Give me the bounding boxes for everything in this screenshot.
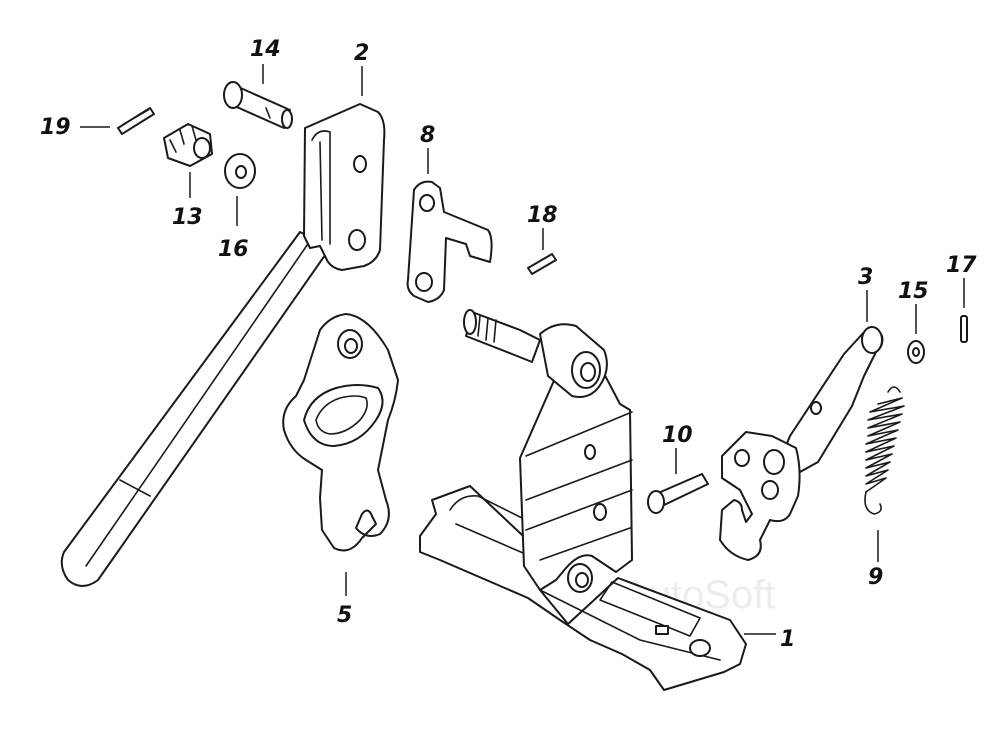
callout-16: 16 [218,237,249,262]
callout-18: 18 [527,203,558,228]
part-17-roll-pin [960,315,968,343]
callout-10: 10 [662,423,693,448]
part-2-lever [60,103,386,587]
part-9-spring [864,386,905,515]
part-16-washer [224,153,256,189]
part-10-pin [647,473,709,514]
part-14-clevis-pin [223,81,293,129]
callout-1: 1 [780,627,795,652]
leader-lines [80,64,965,635]
callout-13: 13 [172,205,203,230]
callout-19: 19 [40,115,71,140]
callout-5: 5 [337,603,352,628]
part-1-base [419,309,747,691]
part-8-plate [406,180,493,303]
part-13-castle-nut [163,123,213,167]
callout-8: 8 [420,123,435,148]
callout-15: 15 [898,279,929,304]
callout-14: 14 [250,37,281,62]
part-5-hook-plate [282,313,399,552]
callout-2: 2 [354,41,369,66]
callout-17: 17 [946,253,977,278]
part-19-split-pin [117,107,155,135]
part-18-small-pin [527,253,557,275]
callout-labels: 19 14 2 13 16 8 18 5 10 1 3 15 17 9 [40,37,977,652]
part-15-washer [907,340,925,364]
callout-9: 9 [868,565,883,590]
part-3-pawl-lever [719,326,884,561]
callout-3: 3 [858,265,873,290]
